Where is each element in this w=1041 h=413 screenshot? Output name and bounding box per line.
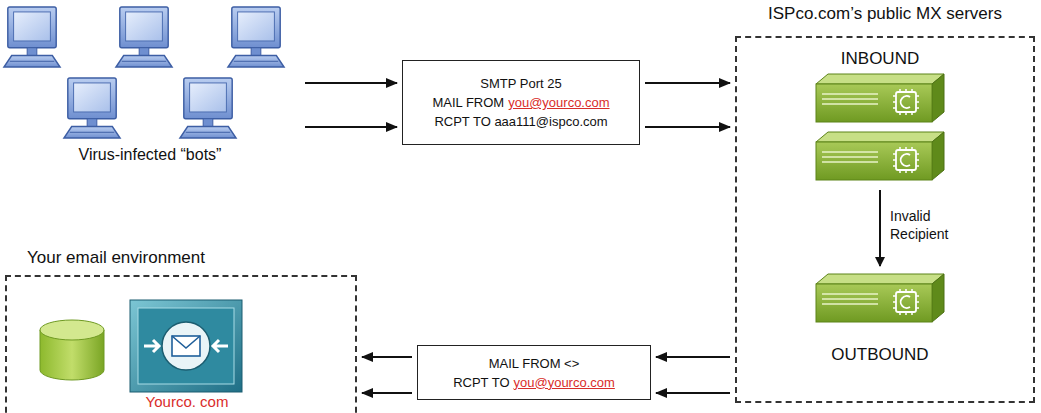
database-cylinder	[40, 320, 104, 380]
text-line: MAIL FROM you@yourco.com	[432, 93, 609, 112]
dashed-region: Your email environment	[5, 248, 357, 413]
smtp-text: MAIL FROM	[432, 95, 504, 110]
flow-arrow	[645, 82, 730, 84]
flow-arrow	[362, 392, 412, 394]
smtp-text: MAIL FROM <>	[489, 356, 580, 371]
flow-arrow	[305, 82, 397, 84]
message-box: SMTP Port 25 MAIL FROM you@yourco.comRCPT …	[402, 60, 640, 145]
email-address: you@yourco.com	[514, 375, 615, 390]
mx-servers	[816, 74, 944, 322]
diagram-label: Invalid Recipient	[890, 208, 980, 243]
invalid-recipient-arrow	[879, 190, 881, 266]
text-line: RCPT TO you@yourco.com	[453, 373, 615, 392]
flow-arrow	[656, 392, 730, 394]
flow-arrow	[305, 126, 397, 128]
flow-arrow	[645, 126, 730, 128]
smtp-text: SMTP Port 25	[480, 76, 561, 91]
group-caption: Virus-infected “bots”	[0, 146, 300, 164]
diagram-label: INBOUND	[780, 48, 980, 69]
diagram-label: OUTBOUND	[780, 344, 980, 365]
region-heading: Your email environment	[27, 248, 205, 268]
diagram-label: Yourco. com	[127, 393, 247, 412]
region-heading: ISPco.com’s public MX servers	[735, 4, 1035, 24]
email-address: you@yourco.com	[508, 95, 609, 110]
smtp-text: RCPT TO aaa111@ispco.com	[434, 114, 607, 129]
email-appliance	[130, 300, 242, 392]
flow-arrow	[362, 356, 412, 358]
flow-arrow	[656, 356, 730, 358]
dashed-border	[5, 275, 357, 413]
text-line: SMTP Port 25	[480, 74, 561, 93]
text-line: MAIL FROM <>	[489, 354, 580, 373]
text-line: RCPT TO aaa111@ispco.com	[434, 112, 607, 131]
message-box: MAIL FROM <> RCPT TO you@yourco.com	[417, 345, 651, 400]
bot-group: Virus-infected “bots”	[0, 0, 300, 172]
smtp-text: RCPT TO	[453, 375, 509, 390]
bot-computers	[4, 7, 284, 138]
